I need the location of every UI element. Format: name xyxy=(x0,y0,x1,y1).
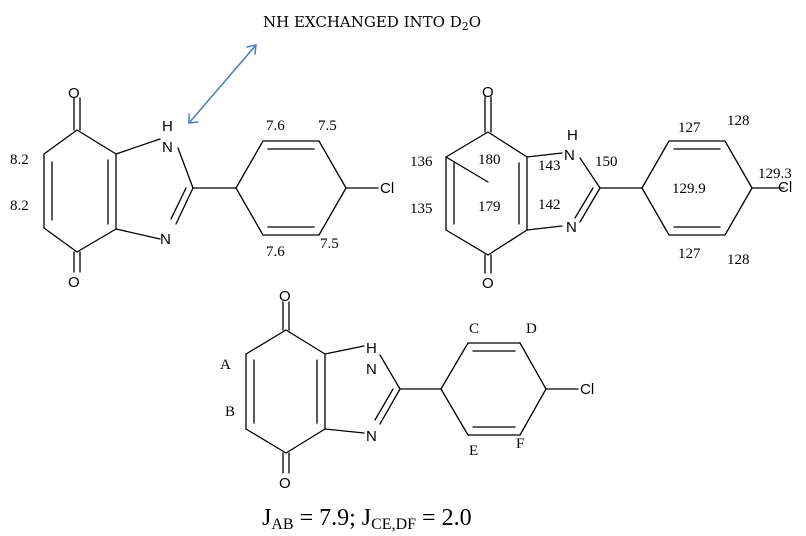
oxygen-atom: O xyxy=(482,84,494,101)
shift-label: 7.5 xyxy=(318,118,337,134)
nitrogen-atom: N xyxy=(566,219,577,236)
shift-label: 136 xyxy=(410,154,433,170)
shift-label: 129.9 xyxy=(672,181,706,197)
oxygen-atom: O xyxy=(482,275,494,292)
proton-label-c: C xyxy=(469,321,479,337)
molecule-13c: O O H N N Cl 136 135 180 179 143 142 150… xyxy=(410,84,792,292)
shift-label: 143 xyxy=(538,158,561,174)
shift-label: 135 xyxy=(410,201,433,217)
coupling-constants: JAB = 7.9; JCE,DF = 2.0 xyxy=(262,505,472,533)
shift-label: 179 xyxy=(478,199,501,215)
shift-label: 7.5 xyxy=(320,236,339,252)
hydrogen-atom: H xyxy=(366,340,377,357)
proton-label-e: E xyxy=(469,443,478,459)
shift-label: 7.6 xyxy=(266,118,285,134)
oxygen-atom: O xyxy=(68,85,80,102)
nitrogen-atom: N xyxy=(564,147,575,164)
nitrogen-atom: N xyxy=(160,231,171,248)
proton-label-f: F xyxy=(516,436,524,452)
hydrogen-atom: H xyxy=(162,118,173,135)
chlorine-atom: Cl xyxy=(580,381,594,398)
molecule-1h: O O H N N Cl 8.2 8.2 7.6 7.5 7.6 7.5 xyxy=(10,85,394,291)
proton-label-d: D xyxy=(526,321,537,337)
proton-label-a: A xyxy=(220,357,231,373)
nitrogen-atom: N xyxy=(366,428,377,445)
nitrogen-atom: N xyxy=(366,361,377,378)
shift-label: 127 xyxy=(678,246,701,262)
shift-label: 142 xyxy=(538,197,561,213)
proton-label-b: B xyxy=(225,404,235,420)
shift-label: 127 xyxy=(678,120,701,136)
shift-label: 7.6 xyxy=(266,244,285,260)
hydrogen-atom: H xyxy=(567,127,578,144)
shift-label: 129.3 xyxy=(758,166,792,182)
shift-label: 8.2 xyxy=(10,152,29,168)
shift-label: 128 xyxy=(727,252,750,268)
nh-exchange-annotation: NH EXCHANGED INTO D2O xyxy=(263,13,481,33)
chlorine-atom: Cl xyxy=(380,180,394,197)
oxygen-atom: O xyxy=(279,288,291,305)
oxygen-atom: O xyxy=(279,475,291,492)
shift-label: 180 xyxy=(478,152,501,168)
nitrogen-atom: N xyxy=(162,139,173,156)
chlorine-atom: Cl xyxy=(778,179,792,196)
shift-label: 128 xyxy=(727,113,750,129)
oxygen-atom: O xyxy=(68,274,80,291)
shift-label: 8.2 xyxy=(10,198,29,214)
shift-label: 150 xyxy=(595,154,618,170)
molecule-labels: O O H N N Cl A B C D E F xyxy=(220,288,594,492)
exchange-arrow xyxy=(188,44,257,124)
